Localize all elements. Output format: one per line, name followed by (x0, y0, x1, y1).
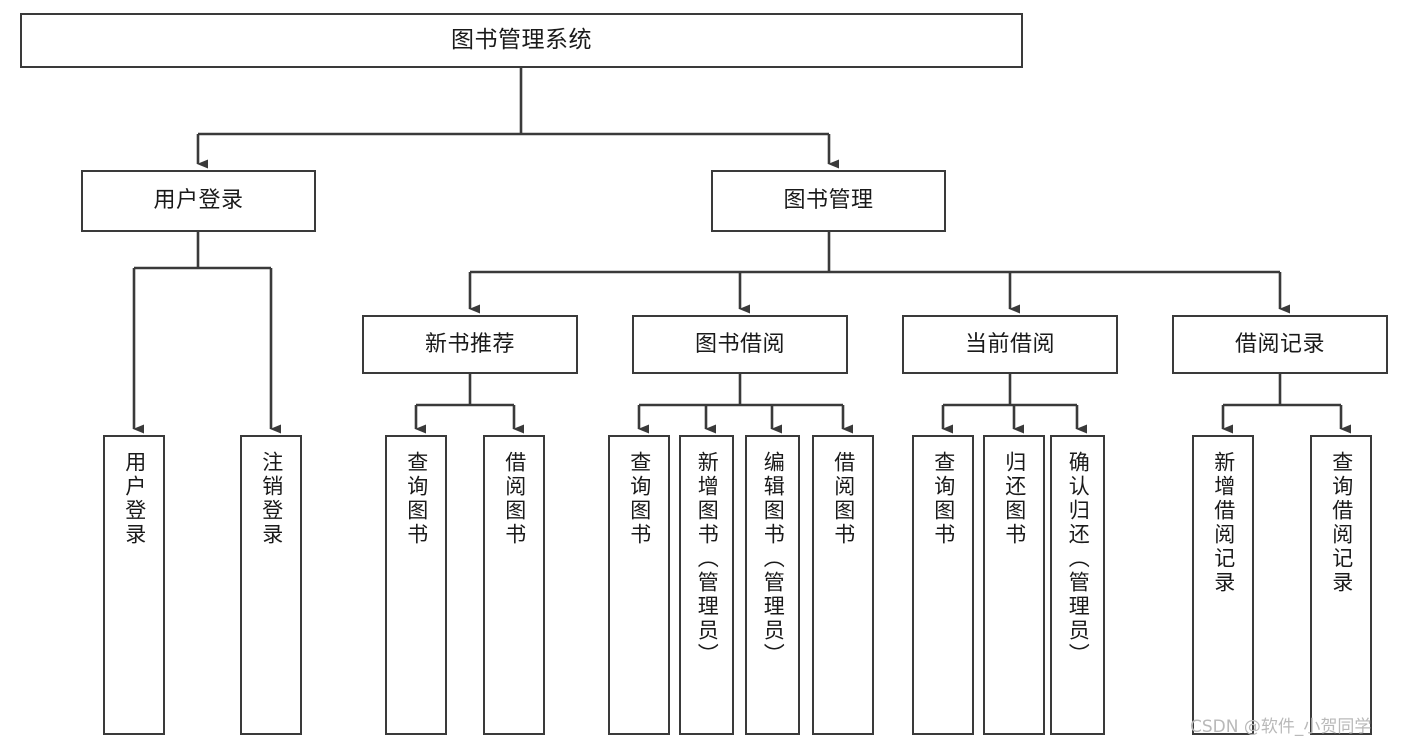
node-label: 查询图书 (404, 451, 429, 547)
watermark: CSDN @软件_小贺同学 (1190, 717, 1372, 737)
node-label: 用户登录 (153, 188, 244, 214)
node-label: 当前借阅 (964, 331, 1055, 357)
node-label: 确认归还（管理员） (1066, 451, 1091, 667)
leaf-confirm-return-admin[interactable]: 确认归还（管理员） (1050, 435, 1105, 735)
node-label: 新增图书（管理员） (695, 451, 720, 667)
node-label: 查询图书 (627, 451, 652, 547)
node-borrow-record[interactable]: 借阅记录 (1172, 315, 1388, 374)
node-book-management[interactable]: 图书管理 (711, 170, 946, 232)
leaf-add-borrow-record[interactable]: 新增借阅记录 (1192, 435, 1254, 735)
node-label: 借阅记录 (1234, 331, 1325, 357)
leaf-edit-book-admin[interactable]: 编辑图书（管理员） (745, 435, 800, 735)
node-label: 查询借阅记录 (1329, 451, 1354, 595)
node-label: 用户登录 (122, 451, 147, 547)
node-label: 图书借阅 (694, 331, 785, 357)
leaf-borrow-book[interactable]: 借阅图书 (812, 435, 874, 735)
node-label: 编辑图书（管理员） (761, 451, 786, 667)
node-current-borrow[interactable]: 当前借阅 (902, 315, 1118, 374)
node-book-borrow[interactable]: 图书借阅 (632, 315, 848, 374)
leaf-logout[interactable]: 注销登录 (240, 435, 302, 735)
node-label: 借阅图书 (831, 451, 856, 547)
leaf-add-book-admin[interactable]: 新增图书（管理员） (679, 435, 734, 735)
node-new-book-recommend[interactable]: 新书推荐 (362, 315, 578, 374)
node-label: 查询图书 (931, 451, 956, 547)
leaf-query-book-current[interactable]: 查询图书 (912, 435, 974, 735)
leaf-user-login[interactable]: 用户登录 (103, 435, 165, 735)
node-label: 图书管理 (783, 188, 874, 214)
node-label: 新书推荐 (424, 331, 515, 357)
node-label: 归还图书 (1002, 451, 1027, 547)
node-root-system[interactable]: 图书管理系统 (20, 13, 1023, 68)
node-label: 注销登录 (259, 451, 284, 547)
leaf-query-book-borrow[interactable]: 查询图书 (608, 435, 670, 735)
leaf-return-book[interactable]: 归还图书 (983, 435, 1045, 735)
node-label: 新增借阅记录 (1211, 451, 1236, 595)
node-label: 图书管理系统 (451, 26, 592, 53)
leaf-query-book-newbook[interactable]: 查询图书 (385, 435, 447, 735)
node-user-login[interactable]: 用户登录 (81, 170, 316, 232)
leaf-query-borrow-record[interactable]: 查询借阅记录 (1310, 435, 1372, 735)
node-label: 借阅图书 (502, 451, 527, 547)
leaf-borrow-book-newbook[interactable]: 借阅图书 (483, 435, 545, 735)
